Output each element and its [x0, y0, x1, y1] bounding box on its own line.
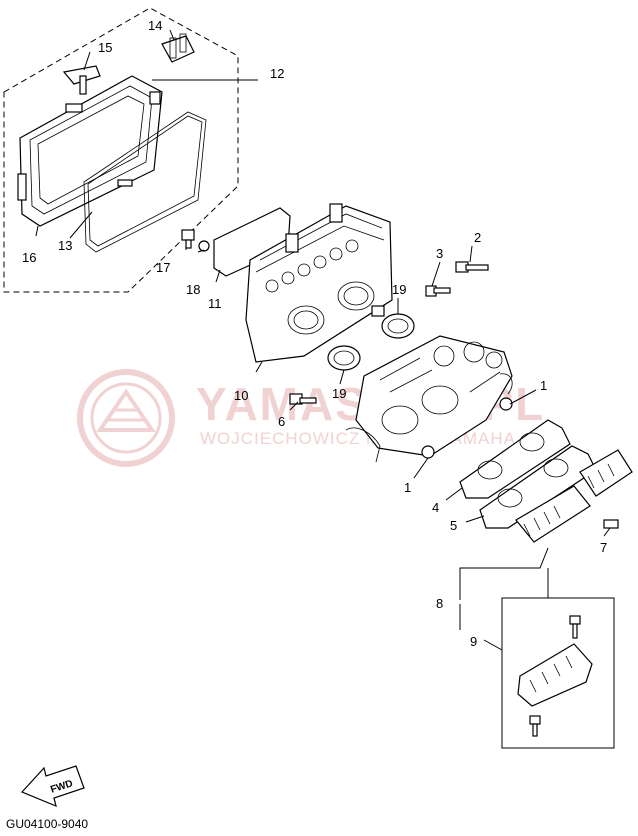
callout-4: 4 [432, 500, 439, 515]
callout-15: 15 [98, 40, 112, 55]
callout-7: 7 [600, 540, 607, 555]
callout-1-lower: 1 [404, 480, 411, 495]
callout-2: 2 [474, 230, 481, 245]
callout-9: 9 [470, 634, 477, 649]
part-15-knob [62, 65, 101, 95]
callouts: 14 15 12 16 13 17 18 11 2 3 19 10 19 6 1… [22, 18, 607, 649]
callout-19-upper: 19 [392, 282, 406, 297]
callout-17: 17 [156, 260, 170, 275]
callout-19-lower: 19 [332, 386, 346, 401]
part-9-detail-box [501, 597, 615, 749]
part-13-gasket [83, 111, 207, 253]
callout-12: 12 [270, 66, 284, 81]
part-14-connector [161, 33, 195, 63]
callout-14: 14 [148, 18, 162, 33]
callout-5: 5 [450, 518, 457, 533]
part-7-pin [603, 519, 619, 529]
callout-3: 3 [436, 246, 443, 261]
diagram-code: GU04100-9040 [6, 817, 88, 831]
callout-13: 13 [58, 238, 72, 253]
group-12-dashed-boundary [3, 7, 239, 293]
callout-8: 8 [436, 596, 443, 611]
part-2-bolt [455, 261, 489, 273]
fwd-arrow-icon: FWD [20, 765, 85, 808]
part-1-clamp-upper [499, 397, 513, 411]
part-8-reed-valve-assembly [515, 449, 633, 543]
callout-11: 11 [208, 296, 222, 311]
callout-10: 10 [234, 388, 248, 403]
part-10-airbox [245, 203, 393, 363]
throttle-body-assembly [345, 335, 513, 463]
callout-1-upper: 1 [540, 378, 547, 393]
watermark-logo-icon [77, 369, 175, 467]
part-17-bolt [181, 229, 195, 249]
callout-16: 16 [22, 250, 36, 265]
part-4-gasket [459, 419, 571, 499]
callout-18: 18 [186, 282, 200, 297]
part-16-cover [17, 75, 163, 227]
callout-6: 6 [278, 414, 285, 429]
part-19-oring-upper [381, 313, 415, 339]
leader-lines [35, 29, 611, 651]
part-1-clamp-lower [421, 445, 435, 459]
part-19-oring-lower [327, 345, 361, 371]
part-18-washer [198, 240, 210, 252]
part-3-bolt [425, 285, 451, 297]
